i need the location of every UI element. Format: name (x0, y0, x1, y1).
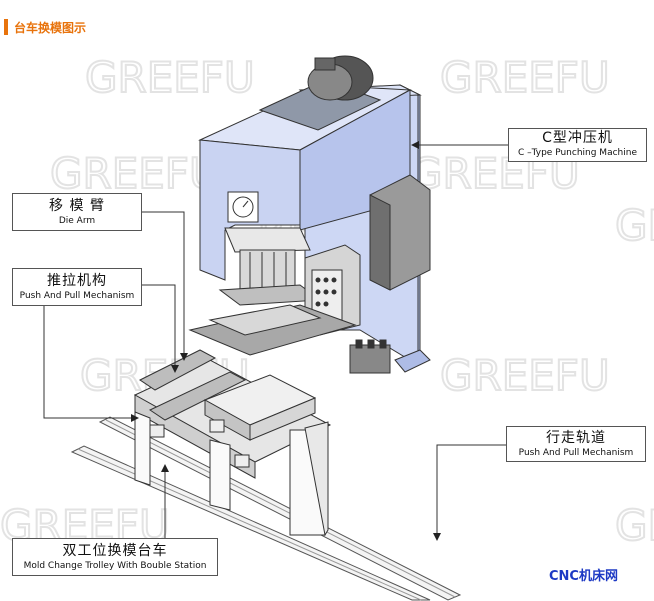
callout-title-en: Die Arm (58, 216, 96, 226)
watermark-layer: GREEFU GREEFU GREEFU GREEFU GREEFU GREEF… (0, 52, 654, 551)
leader-lines (43, 141, 508, 541)
callout-title-en: C –Type Punching Machine (518, 148, 637, 158)
title-accent-bar (4, 19, 8, 35)
watermark-text: GREEFU (440, 53, 610, 102)
callout-title-zh: 行走轨道 (546, 430, 606, 446)
header: 台车换模图示 (4, 18, 86, 36)
site-logo-text: CNC机床网 (549, 569, 618, 584)
page-title: 台车换模图示 (14, 20, 87, 35)
callout-title-zh: 推拉机构 (47, 273, 107, 289)
c-type-press (188, 55, 431, 374)
callout-title-en: Push And Pull Mechanism (518, 448, 634, 458)
rail-track (70, 416, 462, 601)
watermark-text: GREEFU (615, 201, 654, 250)
watermark-text: GREEFU (440, 351, 610, 400)
callout-title-en: Mold Change Trolley With Bouble Station (23, 561, 207, 571)
callout-c-type-press: C型冲压机 C –Type Punching Machine (508, 128, 647, 162)
callout-push-pull: 推拉机构 Push And Pull Mechanism (12, 268, 142, 306)
callout-rail: 行走轨道 Push And Pull Mechanism (506, 426, 646, 462)
callout-title-zh: C型冲压机 (542, 130, 613, 146)
callout-title-zh: 移 模 臂 (49, 198, 105, 214)
watermark-text: GREEFU (50, 149, 220, 198)
callout-title-zh: 双工位换模台车 (62, 543, 168, 559)
die-change-trolley (133, 349, 332, 537)
callout-die-arm: 移 模 臂 Die Arm (12, 193, 142, 231)
watermark-text: GREEFU (85, 53, 255, 102)
callout-title-en: Push And Pull Mechanism (19, 291, 135, 301)
watermark-text: GREEFU (615, 501, 654, 550)
callout-trolley: 双工位换模台车 Mold Change Trolley With Bouble … (12, 538, 218, 576)
